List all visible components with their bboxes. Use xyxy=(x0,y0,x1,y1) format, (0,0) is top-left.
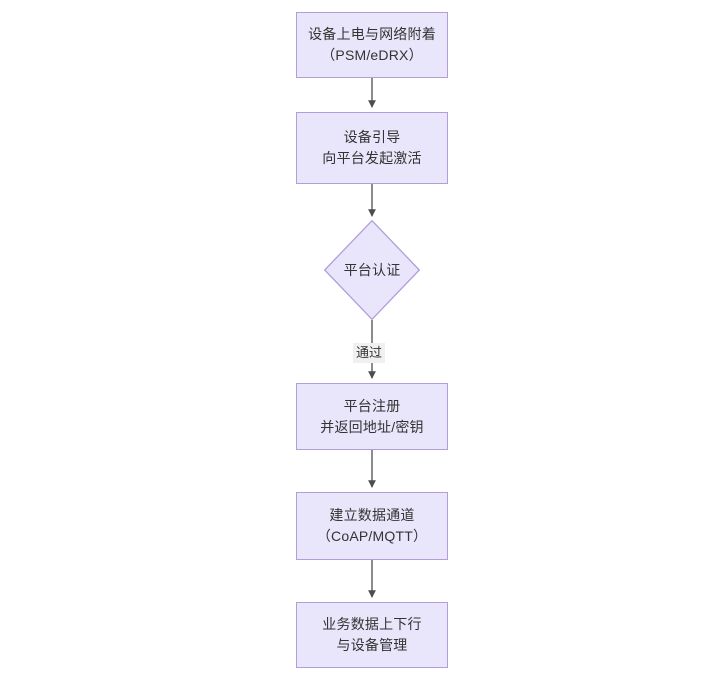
flowchart-node-business-data[interactable]: 业务数据上下行 与设备管理 xyxy=(296,602,448,668)
node-label: 平台认证 xyxy=(343,261,401,278)
flowchart-node-power-on-attach[interactable]: 设备上电与网络附着 （PSM/eDRX） xyxy=(296,12,448,78)
node-label: 建立数据通道 （CoAP/MQTT） xyxy=(316,507,428,544)
edge-label-text: 通过 xyxy=(356,345,383,360)
node-label: 平台注册 并返回地址/密钥 xyxy=(320,397,424,435)
node-label: 业务数据上下行 与设备管理 xyxy=(322,616,422,653)
node-label: 设备上电与网络附着 （PSM/eDRX） xyxy=(308,26,436,63)
node-label: 设备引导 向平台发起激活 xyxy=(322,129,422,166)
flowchart-node-platform-authentication[interactable]: 平台认证 xyxy=(324,220,420,320)
edge-label-pass: 通过 xyxy=(353,343,386,363)
flowchart-node-data-channel[interactable]: 建立数据通道 （CoAP/MQTT） xyxy=(296,492,448,560)
flowchart-node-device-bootstrap[interactable]: 设备引导 向平台发起激活 xyxy=(296,112,448,184)
flowchart-node-platform-registration[interactable]: 平台注册 并返回地址/密钥 xyxy=(296,383,448,450)
diamond-shape xyxy=(324,220,420,320)
